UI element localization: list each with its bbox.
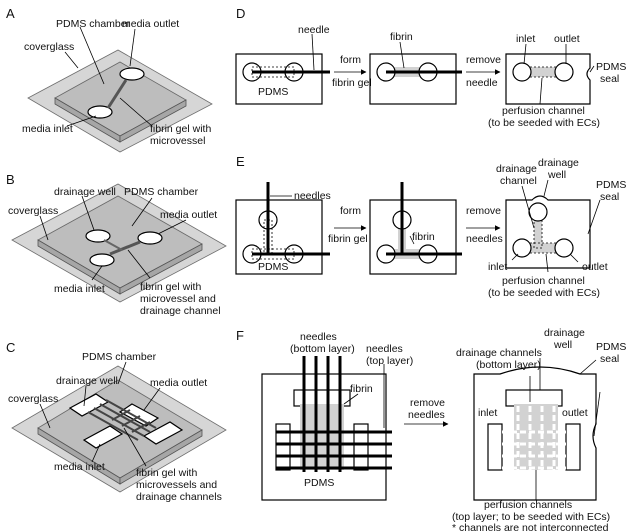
label-perfusion-channels-note: (top layer; to be seeded with ECs): [452, 511, 610, 523]
label-media-outlet: media outlet: [160, 209, 217, 221]
panel-f: F needles (bottom layer) needles (top la…: [236, 327, 626, 532]
perfusion-channels: [502, 430, 566, 470]
panel-f-letter: F: [236, 328, 244, 343]
label-media-outlet: media outlet: [122, 18, 179, 30]
label-fibrin-gel: fibrin gel: [332, 77, 372, 89]
label-pdms-seal-line1: PDMS: [596, 341, 626, 353]
label-drainage-well: drainage well: [54, 186, 116, 198]
drainage-well-shape: [85, 229, 111, 243]
label-pdms-seal-line2: seal: [600, 191, 619, 203]
label-needles-removed: needles: [408, 409, 445, 421]
label-remove: remove: [410, 397, 445, 409]
label-form: form: [340, 54, 361, 66]
label-fibrin-gel-line1: fibrin gel with: [136, 467, 197, 479]
label-pdms-seal-line1: PDMS: [596, 61, 626, 73]
label-needles-bottom-line2: (bottom layer): [290, 343, 355, 355]
label-outlet: outlet: [554, 33, 580, 45]
label-perfusion-channels: perfusion channels: [484, 499, 572, 511]
panel-b: B drainage well PDMS chamber media outle…: [6, 172, 227, 317]
device-outline: [235, 53, 323, 105]
label-perfusion-channel-note: (to be seeded with ECs): [488, 287, 600, 299]
drainage-channels: [516, 406, 556, 470]
label-inlet: inlet: [478, 407, 497, 419]
label-fibrin: fibrin: [390, 31, 413, 43]
label-drainage-channels-line2: (bottom layer): [476, 359, 541, 371]
label-inlet: inlet: [488, 261, 507, 273]
label-media-outlet: media outlet: [150, 377, 207, 389]
label-remove: remove: [466, 205, 501, 217]
label-pdms-seal-line2: seal: [600, 353, 619, 365]
label-outlet: outlet: [582, 261, 608, 273]
label-pdms: PDMS: [258, 261, 288, 273]
label-drainage-well-line2: well: [553, 339, 572, 351]
label-pdms-chamber: PDMS chamber: [124, 186, 199, 198]
label-fibrin: fibrin: [350, 383, 373, 395]
label-drainage-channel-line1: drainage: [496, 163, 537, 175]
panel-e-letter: E: [236, 154, 245, 169]
label-pdms: PDMS: [304, 477, 334, 489]
label-needles-bottom-line1: needles: [300, 331, 337, 343]
label-needle-removed: needle: [466, 77, 498, 89]
panel-e: E needles PDMS form fibrin gel fibrin re…: [235, 154, 626, 299]
label-perfusion-channel: perfusion channel: [502, 275, 585, 287]
label-remove: remove: [466, 54, 501, 66]
label-pdms: PDMS: [258, 86, 288, 98]
media-inlet-well: [87, 105, 113, 119]
label-needles-removed: needles: [466, 233, 503, 245]
label-drainage-well-line1: drainage: [538, 157, 579, 169]
label-interconnect-note: * channels are not interconnected: [452, 522, 609, 532]
label-coverglass: coverglass: [8, 393, 58, 405]
label-needles-top-line2: (top layer): [366, 355, 413, 367]
microvessel-grid: [87, 399, 157, 441]
label-needles: needles: [294, 190, 331, 202]
panel-a: A PDMS chamber media outlet coverglass m…: [6, 6, 213, 153]
label-fibrin-gel-line2: microvessel and: [140, 293, 216, 305]
label-fibrin: fibrin: [412, 231, 435, 243]
label-coverglass: coverglass: [8, 205, 58, 217]
label-fibrin-gel: fibrin gel: [328, 233, 368, 245]
label-drainage-well-line1: drainage: [544, 327, 585, 339]
device-outline-sealed: [505, 53, 591, 105]
label-pdms-chamber: PDMS chamber: [56, 18, 131, 30]
label-media-inlet: media inlet: [54, 283, 105, 295]
needles-top-layer: [276, 430, 392, 470]
label-needles-top-line1: needles: [366, 343, 403, 355]
label-outlet: outlet: [562, 407, 588, 419]
label-fibrin-gel-line1: fibrin gel with: [150, 123, 211, 135]
panel-c: C PDMS chamber drainage well media outle…: [6, 340, 227, 503]
label-fibrin-gel-line3: drainage channels: [136, 491, 222, 503]
media-outlet-well: [119, 67, 145, 81]
label-perfusion-channel: perfusion channel: [502, 105, 585, 117]
needles-bottom-layer: [302, 356, 342, 472]
label-pdms-seal-line1: PDMS: [596, 179, 626, 191]
panel-d: D needle PDMS form fibrin gel fibrin rem…: [235, 6, 626, 129]
label-fibrin-gel-line2: microvessels and: [136, 479, 217, 491]
label-pdms-seal-line2: seal: [600, 73, 619, 85]
label-perfusion-channel-note: (to be seeded with ECs): [488, 117, 600, 129]
label-media-inlet: media inlet: [22, 123, 73, 135]
label-media-inlet: media inlet: [54, 461, 105, 473]
label-drainage-well-line2: well: [547, 169, 566, 181]
label-pdms-chamber: PDMS chamber: [82, 351, 157, 363]
label-drainage-well: drainage well: [56, 375, 118, 387]
label-fibrin-gel-line3: drainage channel: [140, 305, 221, 317]
label-needle: needle: [298, 24, 330, 36]
label-fibrin-gel-line1: fibrin gel with: [140, 281, 201, 293]
label-drainage-channel-line2: channel: [500, 175, 537, 187]
label-inlet: inlet: [516, 33, 535, 45]
label-drainage-channels-line1: drainage channels: [456, 347, 542, 359]
label-coverglass: coverglass: [24, 41, 74, 53]
panel-c-letter: C: [6, 340, 15, 355]
panel-b-letter: B: [6, 172, 15, 187]
panel-d-letter: D: [236, 6, 245, 21]
label-form: form: [340, 205, 361, 217]
panel-a-letter: A: [6, 6, 15, 21]
label-fibrin-gel-line2: microvessel: [150, 135, 205, 147]
microvessel-channel: [106, 79, 128, 109]
